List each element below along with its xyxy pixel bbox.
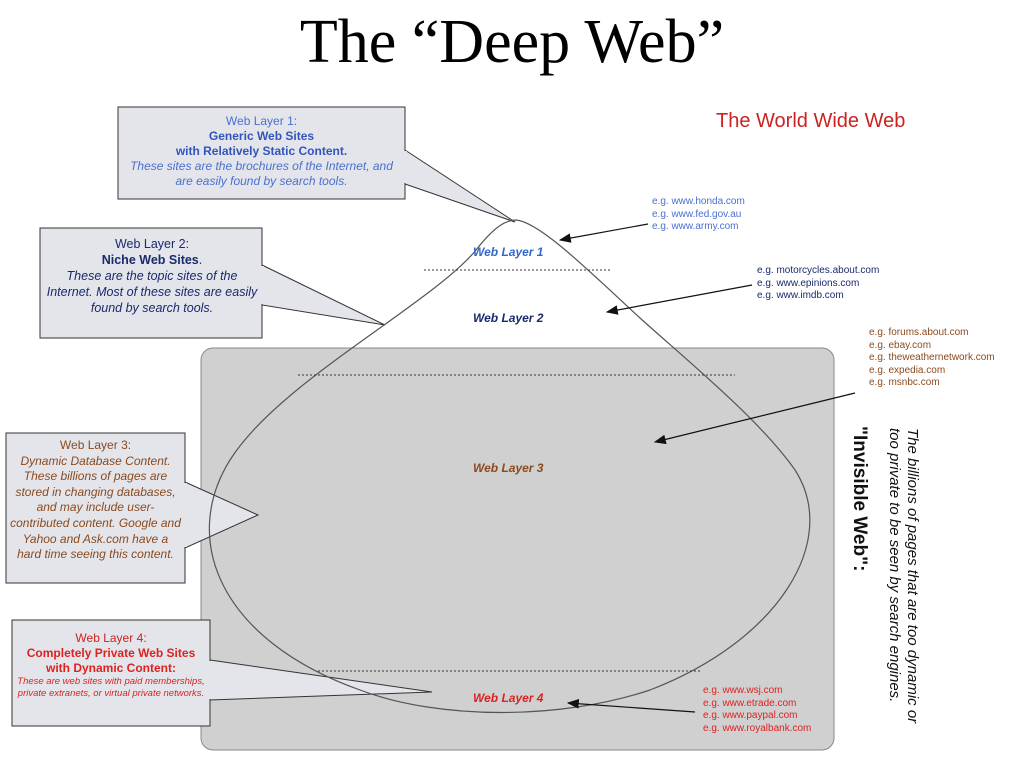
callout-layer1: Web Layer 1: Generic Web Sites with Rela… — [122, 114, 401, 189]
callout-layer2: Web Layer 2: Niche Web Sites. These are … — [46, 236, 258, 316]
callout-layer1-shape — [117, 106, 516, 223]
example-item: e.g. www.wsj.com — [703, 685, 783, 696]
examples-layer4: e.g. www.wsj.com e.g. www.etrade.com e.g… — [703, 685, 811, 735]
page-title: The “Deep Web” — [299, 8, 725, 76]
callout-layer2-shape — [39, 227, 386, 339]
layer-label-3: Web Layer 3 — [473, 461, 544, 475]
example-item: e.g. www.epinions.com — [757, 277, 860, 289]
example-item: e.g. theweathernetwork.com — [869, 352, 995, 363]
callout-layer4-heading: Web Layer 4: — [75, 631, 147, 645]
example-item: e.g. www.imdb.com — [757, 290, 844, 301]
web-teardrop-outline — [208, 219, 811, 714]
callout-layer3: Web Layer 3: Dynamic Database Content. T… — [10, 438, 181, 563]
example-item: e.g. www.etrade.com — [703, 697, 797, 709]
arrow-layer1 — [558, 223, 649, 243]
callout-layer4-desc: These are web sites with paid membership… — [17, 676, 205, 699]
callout-layer2-title-line: Niche Web Sites. — [46, 252, 258, 268]
example-item: e.g. www.army.com — [652, 221, 739, 232]
example-item: e.g. www.honda.com — [652, 196, 745, 207]
callout-layer2-title: Niche Web Sites — [101, 253, 199, 267]
callout-layer1-subtitle: with Relatively Static Content. — [175, 144, 348, 158]
callout-layer2-desc: These are the topic sites of the Interne… — [46, 269, 258, 315]
callout-layer1-heading: Web Layer 1: — [225, 114, 298, 128]
example-item: e.g. ebay.com — [869, 339, 932, 351]
callout-layer1-desc: These sites are the brochures of the Int… — [130, 159, 393, 188]
layer-label-4: Web Layer 4 — [473, 691, 544, 705]
callout-layer4-subtitle: with Dynamic Content: — [45, 661, 176, 675]
examples-layer3: e.g. forums.about.com e.g. ebay.com e.g.… — [869, 327, 995, 390]
callout-layer4-shape — [11, 619, 433, 727]
example-item: e.g. forums.about.com — [869, 327, 969, 338]
arrow-layer2 — [605, 284, 753, 315]
invisible-web-desc-wrap: The billions of pages that are too dynam… — [841, 428, 921, 728]
callout-layer1-title: Generic Web Sites — [208, 129, 315, 143]
invisible-web-box — [200, 347, 835, 751]
callout-layer4-title: Completely Private Web Sites — [26, 646, 196, 660]
www-title: The World Wide Web — [716, 110, 906, 132]
callout-layer3-shape — [5, 432, 260, 584]
example-item: e.g. www.royalbank.com — [703, 722, 812, 734]
example-item: e.g. www.fed.gov.au — [652, 208, 742, 220]
invisible-web-description: The billions of pages that are too dynam… — [886, 428, 921, 724]
callout-layer3-heading: Web Layer 3: — [59, 438, 132, 452]
example-item: e.g. www.paypal.com — [703, 710, 798, 721]
layer-label-1: Web Layer 1 — [473, 245, 544, 259]
callout-layer2-heading: Web Layer 2: — [114, 237, 190, 251]
callout-layer2-title-suffix: . — [198, 253, 203, 267]
arrow-layer4 — [566, 698, 696, 713]
arrow-layer3 — [653, 392, 856, 445]
example-item: e.g. expedia.com — [869, 364, 946, 376]
example-item: e.g. motorcycles.about.com — [757, 265, 880, 276]
examples-layer1: e.g. www.honda.com e.g. www.fed.gov.au e… — [652, 196, 745, 234]
layer-label-2: Web Layer 2 — [473, 311, 544, 325]
callout-layer4: Web Layer 4: Completely Private Web Site… — [16, 631, 206, 700]
callout-layer3-desc: Dynamic Database Content. These billions… — [10, 453, 181, 562]
example-item: e.g. msnbc.com — [869, 377, 940, 388]
examples-layer2: e.g. motorcycles.about.com e.g. www.epin… — [757, 265, 879, 303]
